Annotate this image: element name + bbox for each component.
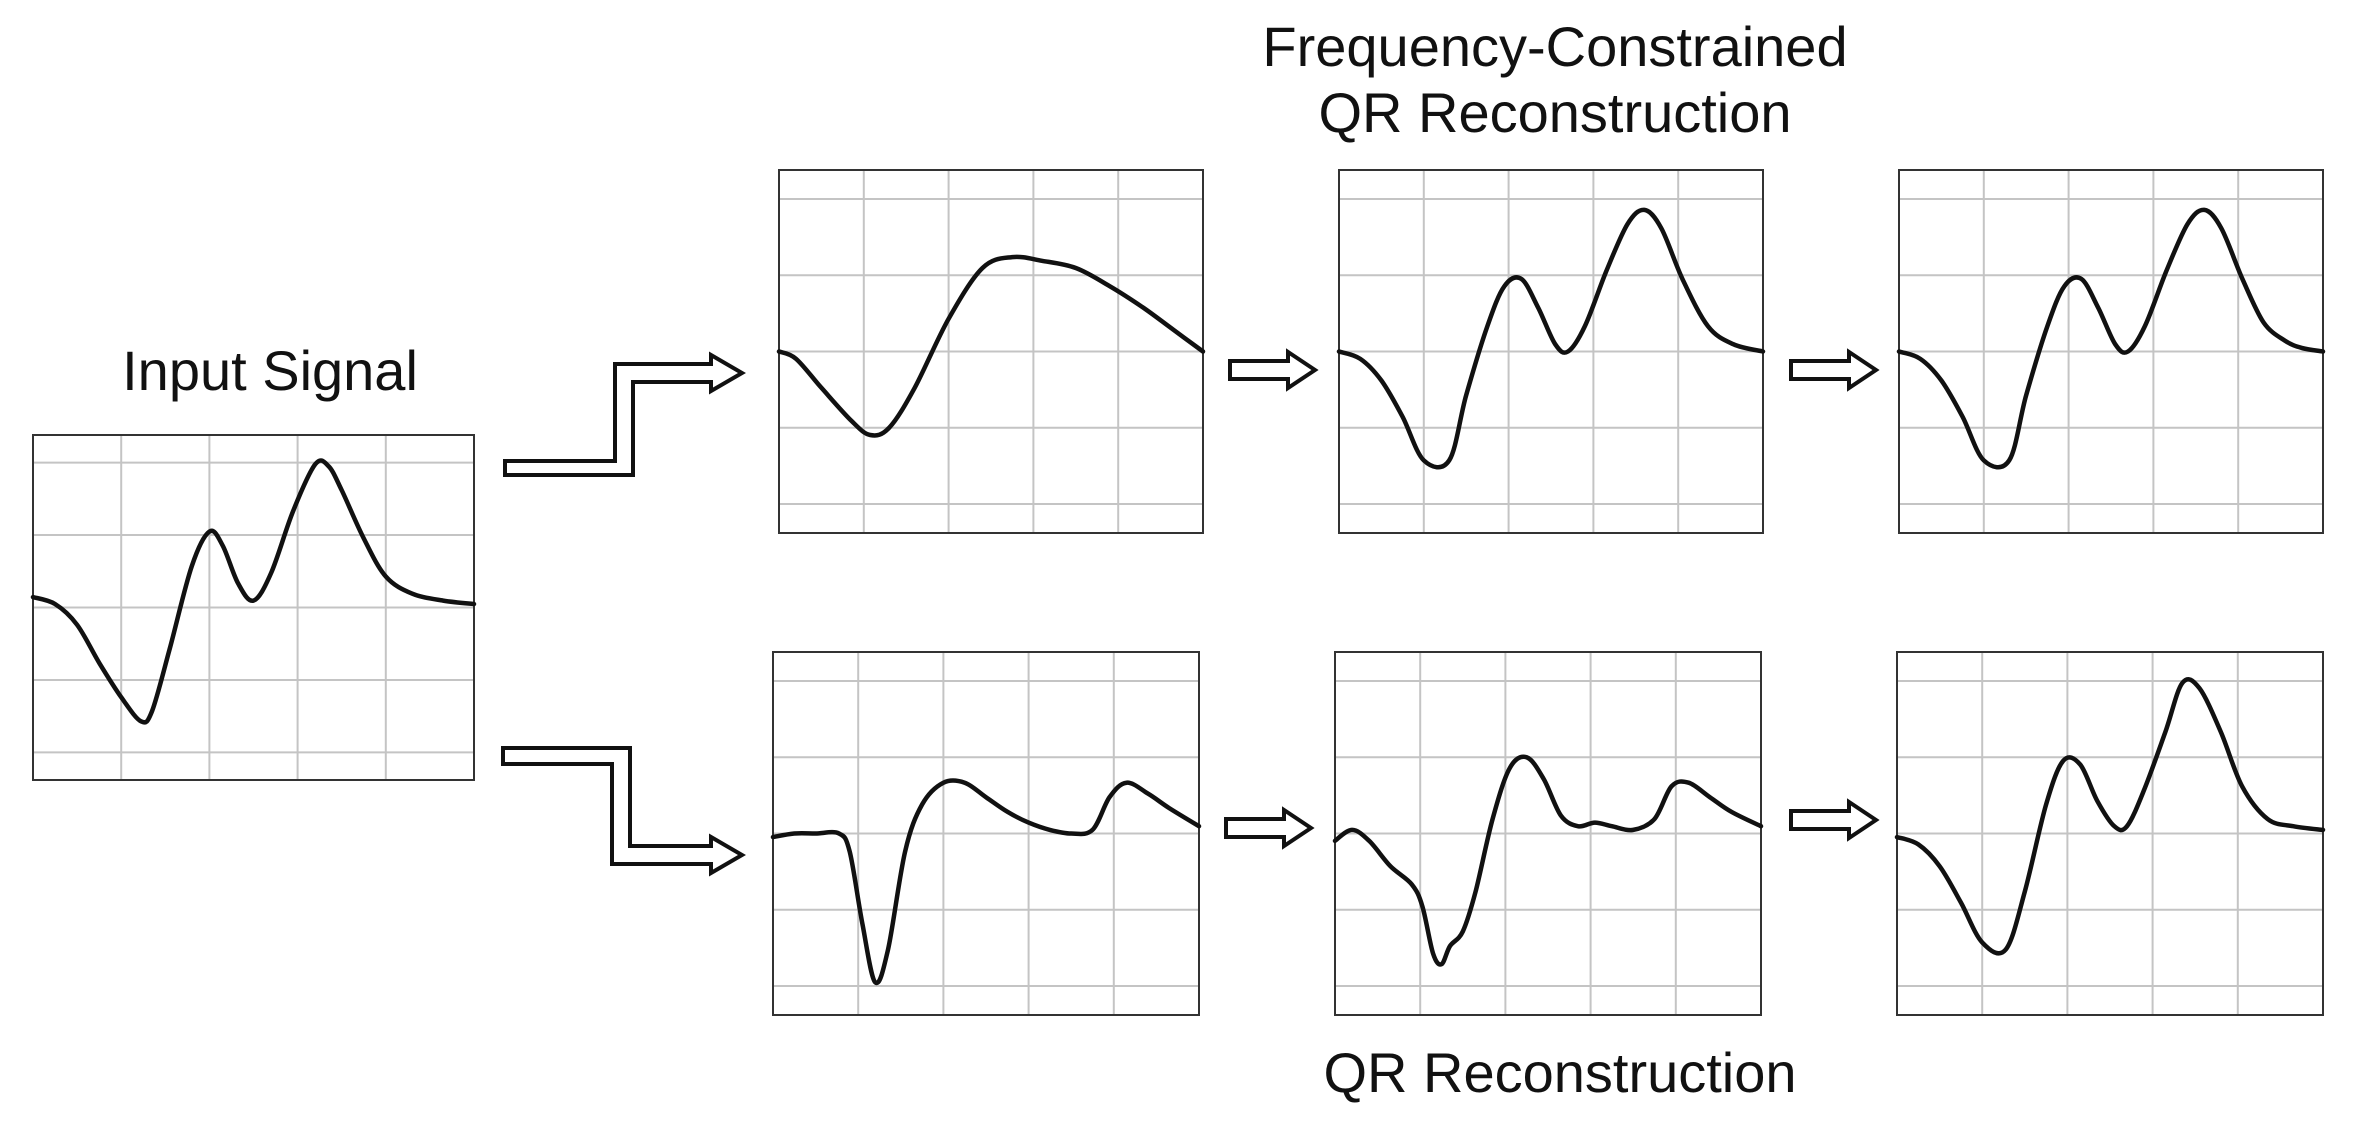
arrow-bottom-1-2 bbox=[1224, 806, 1315, 850]
signal-curve bbox=[1896, 207, 2326, 470]
top-stage3-plot bbox=[1896, 169, 2326, 534]
signal-curve bbox=[1332, 754, 1764, 967]
top-label-line1: Frequency-Constrained bbox=[1262, 15, 1848, 78]
signal-curve bbox=[776, 254, 1206, 438]
bottom-stage1-plot bbox=[770, 651, 1202, 1016]
signal-curve bbox=[30, 458, 477, 725]
qr-reconstruction-label: QR Reconstruction bbox=[1323, 1041, 1797, 1104]
plot-frame bbox=[772, 651, 1200, 1016]
bottom-stage2-plot bbox=[1332, 651, 1764, 1016]
plot-frame bbox=[1334, 651, 1762, 1016]
branch-arrow-bottom bbox=[501, 746, 746, 877]
signal-curve bbox=[1894, 677, 2326, 956]
signal-curve bbox=[770, 778, 1202, 986]
arrow-top-1-2 bbox=[1228, 348, 1319, 392]
top-stage1-plot bbox=[776, 169, 1206, 534]
top-stage2-plot bbox=[1336, 169, 1766, 534]
input-signal-plot bbox=[30, 434, 477, 781]
plot-frame bbox=[1896, 651, 2324, 1016]
signal-curve bbox=[1336, 207, 1766, 470]
input-signal-label: Input Signal bbox=[122, 339, 418, 402]
top-label-line2: QR Reconstruction bbox=[1318, 81, 1792, 145]
bottom-stage3-plot bbox=[1894, 651, 2326, 1016]
plot-frame bbox=[32, 434, 475, 781]
plot-panels bbox=[30, 169, 2326, 1016]
branch-arrow-top bbox=[503, 351, 746, 477]
arrow-bottom-2-3 bbox=[1789, 798, 1880, 842]
frequency-constrained-qr-label: Frequency-Constrained QR Reconstruction bbox=[1160, 14, 1950, 146]
arrow-top-2-3 bbox=[1789, 348, 1880, 392]
